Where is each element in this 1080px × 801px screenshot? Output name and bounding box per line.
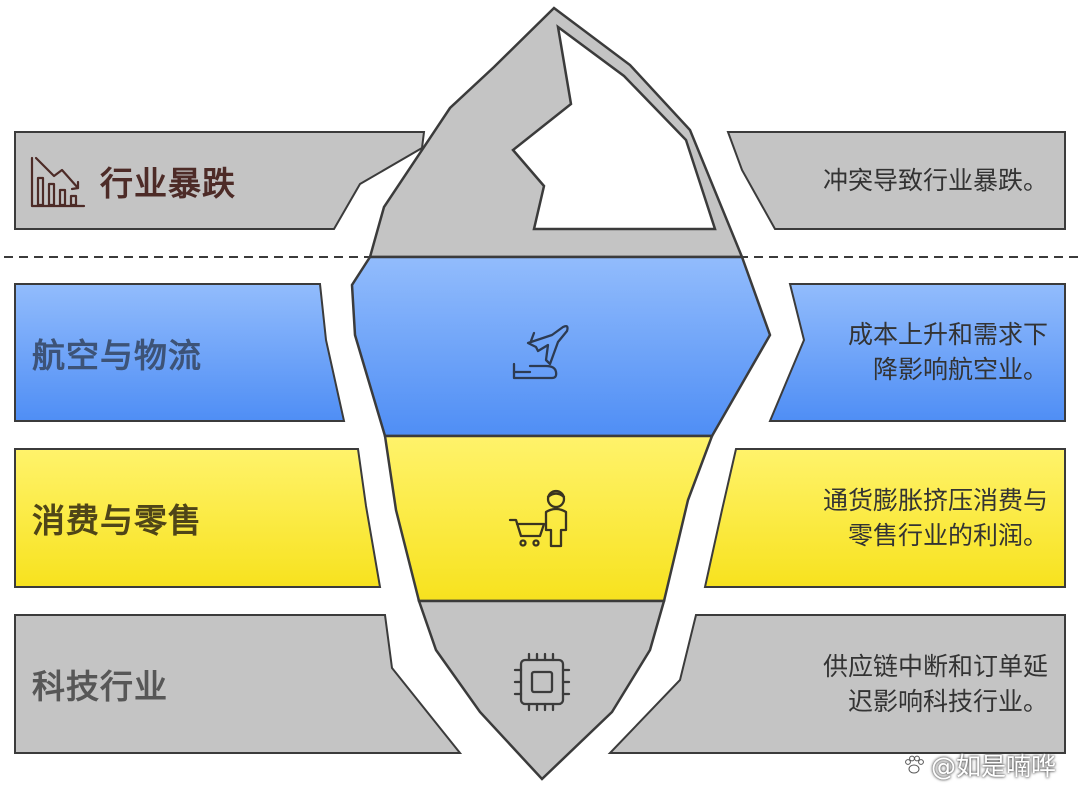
level-title-aviation-logistics: 航空与物流 bbox=[32, 336, 202, 375]
iceberg-snow-cap bbox=[511, 24, 717, 231]
level-title-consumer-retail: 消费与零售 bbox=[32, 501, 202, 540]
left-panel-tech-industry bbox=[14, 614, 463, 754]
level-title-industry-crash: 行业暴跌 bbox=[100, 164, 236, 203]
iceberg-band-consumer bbox=[383, 434, 714, 603]
microchip-icon bbox=[513, 652, 571, 712]
level-title-tech-industry: 科技行业 bbox=[32, 667, 168, 706]
iceberg-base bbox=[417, 599, 666, 781]
watermark-text: @如是喃哗 bbox=[930, 752, 1056, 781]
level-description-tech-industry: 供应链中断和订单延 迟影响科技行业。 bbox=[822, 652, 1048, 716]
watermark: @如是喃哗 bbox=[903, 747, 1056, 783]
right-panel-consumer-retail bbox=[703, 448, 1066, 588]
level-description-aviation-logistics: 成本上升和需求下 降影响航空业。 bbox=[847, 320, 1048, 384]
shopper-cart-icon bbox=[508, 489, 568, 548]
iceberg-band-aviation bbox=[350, 255, 772, 438]
left-panel-aviation-logistics bbox=[14, 283, 346, 422]
right-panel-industry-crash bbox=[726, 131, 1066, 230]
right-panel-tech-industry bbox=[607, 614, 1066, 754]
left-panel-industry-crash bbox=[14, 131, 426, 230]
left-panel-consumer-retail bbox=[14, 448, 382, 588]
level-description-consumer-retail: 通货膨胀挤压消费与 零售行业的利润。 bbox=[822, 486, 1048, 550]
airplane-icon bbox=[512, 324, 569, 380]
paw-logo-icon bbox=[905, 755, 924, 774]
right-panel-aviation-logistics bbox=[768, 283, 1066, 422]
declining-bar-chart-icon bbox=[30, 156, 86, 208]
level-description-industry-crash: 冲突导致行业暴跌。 bbox=[822, 166, 1048, 195]
